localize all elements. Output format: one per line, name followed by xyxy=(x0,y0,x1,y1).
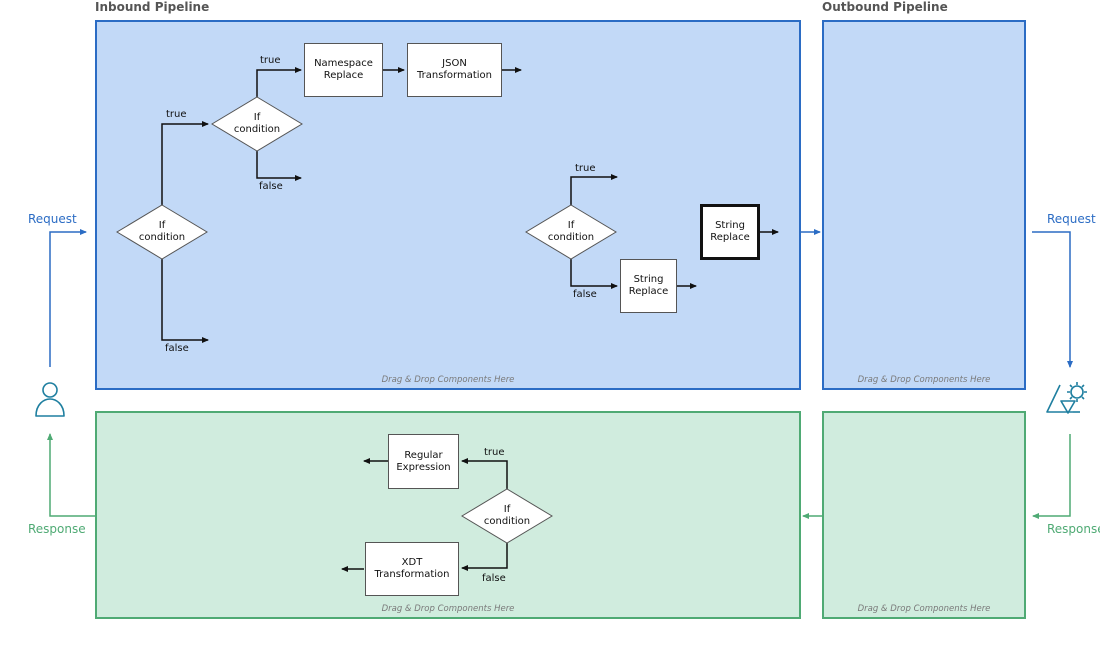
condition-true-branch xyxy=(461,458,508,489)
outbound-pipeline-title: Outbound Pipeline xyxy=(822,0,948,14)
response-backend-arrow xyxy=(1032,434,1071,519)
response-out-arrow xyxy=(47,433,95,517)
regular-expression-component[interactable]: Regular Expression xyxy=(388,434,459,489)
true-label: true xyxy=(260,55,281,66)
if-condition-diamond[interactable] xyxy=(461,488,553,544)
drop-hint: Drag & Drop Components Here xyxy=(857,375,991,385)
condition-false-branch xyxy=(256,151,302,181)
inbound-pipeline-title: Inbound Pipeline xyxy=(95,0,210,14)
request-in-arrow xyxy=(49,229,87,367)
string-replace-component-selected[interactable]: String Replace xyxy=(700,204,760,260)
condition-false-branch xyxy=(461,543,508,571)
false-label: false xyxy=(573,289,597,300)
true-label: true xyxy=(166,109,187,120)
false-label: false xyxy=(165,343,189,354)
if-condition-diamond[interactable] xyxy=(525,204,617,260)
outbound-request-panel[interactable]: Drag & Drop Components Here xyxy=(822,20,1026,390)
if-condition-diamond[interactable] xyxy=(211,96,303,152)
condition-false-branch xyxy=(161,259,209,343)
false-label: false xyxy=(259,181,283,192)
person-icon xyxy=(35,382,65,417)
false-label: false xyxy=(482,573,506,584)
request-backend-arrow xyxy=(1032,231,1073,368)
drop-hint: Drag & Drop Components Here xyxy=(857,604,991,614)
string-replace-component[interactable]: String Replace xyxy=(620,259,677,313)
condition-true-branch xyxy=(570,174,618,205)
condition-true-branch xyxy=(161,121,209,205)
true-label: true xyxy=(484,447,505,458)
namespace-replace-component[interactable]: Namespace Replace xyxy=(304,43,383,97)
request-label: Request xyxy=(28,212,77,226)
drop-hint: Drag & Drop Components Here xyxy=(381,604,515,614)
condition-false-branch xyxy=(570,259,618,289)
if-condition-diamond[interactable] xyxy=(116,204,208,260)
api-gear-icon xyxy=(1046,382,1087,414)
true-label: true xyxy=(575,163,596,174)
condition-true-branch xyxy=(256,67,302,97)
xdt-transformation-component[interactable]: XDT Transformation xyxy=(365,542,459,596)
condition-label: If condition xyxy=(483,504,531,527)
response-label: Response xyxy=(1047,522,1100,536)
condition-label: If condition xyxy=(138,220,186,243)
condition-label: If condition xyxy=(547,220,595,243)
request-label: Request xyxy=(1047,212,1096,226)
outbound-response-panel[interactable]: Drag & Drop Components Here xyxy=(822,411,1026,619)
condition-label: If condition xyxy=(233,112,281,135)
json-transformation-component[interactable]: JSON Transformation xyxy=(407,43,502,97)
drop-hint: Drag & Drop Components Here xyxy=(381,375,515,385)
response-label: Response xyxy=(28,522,86,536)
